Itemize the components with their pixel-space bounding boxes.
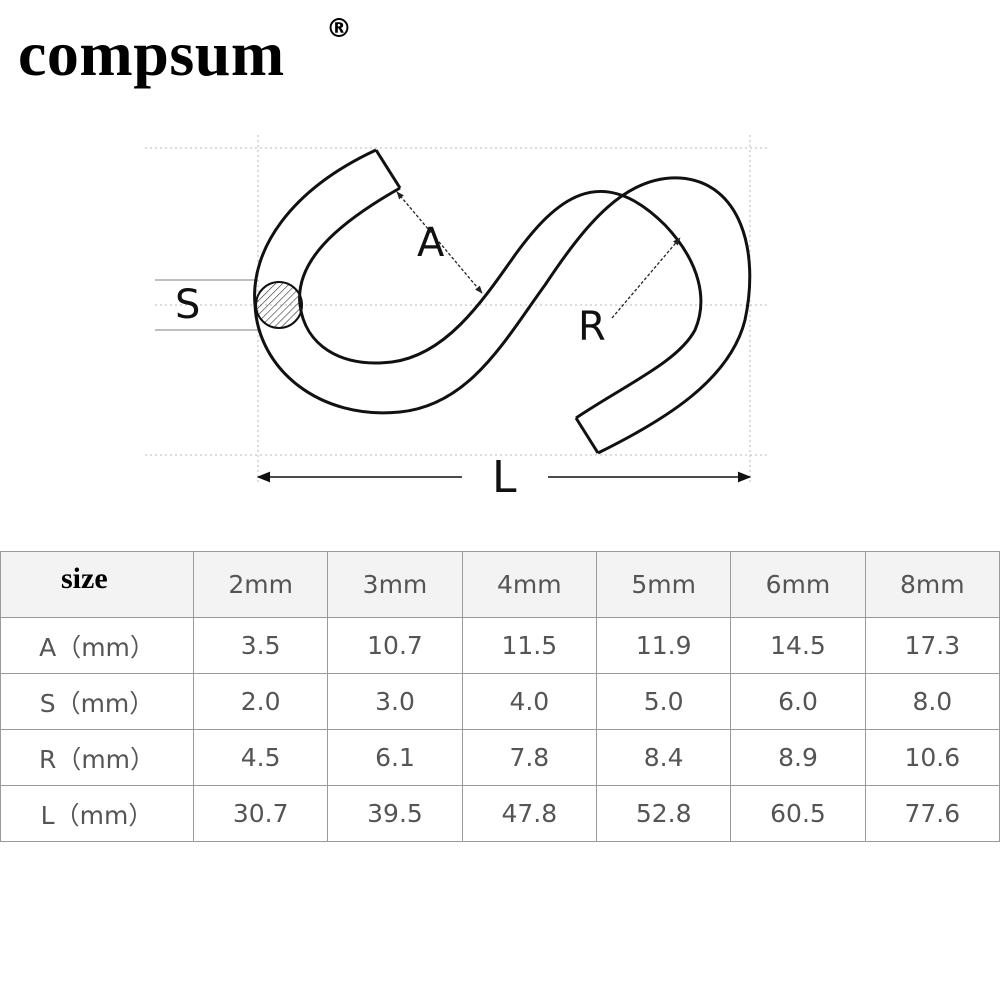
r-radius-arrow <box>611 237 681 319</box>
table-cell: 14.5 <box>730 617 866 674</box>
table-cell: 5.0 <box>595 673 732 730</box>
size-column-header: 5mm <box>595 551 732 618</box>
table-cell: 60.5 <box>730 785 866 842</box>
table-cell: 77.6 <box>864 785 1000 842</box>
table-cell: 11.9 <box>595 617 732 674</box>
size-column-header: 3mm <box>327 551 463 618</box>
label-l: L <box>492 452 517 503</box>
table-cell: 6.1 <box>327 729 463 786</box>
registered-mark: ® <box>326 14 353 44</box>
size-spec-table: size 2mm 3mm 4mm 5mm 6mm 8mm A（mm） 3.5 1… <box>0 551 1000 842</box>
s-hook-diagram: A S R L <box>145 135 770 503</box>
table-cell: 47.8 <box>461 785 597 842</box>
table-row: S（mm） 2.0 3.0 4.0 5.0 6.0 8.0 <box>0 673 1000 730</box>
table-cell: 3.0 <box>327 673 463 730</box>
row-label-a: A（mm） <box>0 617 194 674</box>
table-row: A（mm） 3.5 10.7 11.5 11.9 14.5 17.3 <box>0 617 1000 674</box>
table-cell: 4.5 <box>192 729 329 786</box>
size-column-header: 4mm <box>461 551 597 618</box>
brand-logo: compsum ® <box>18 16 352 86</box>
table-cell: 10.6 <box>864 729 1000 786</box>
size-column-header: 8mm <box>864 551 1000 618</box>
size-column-header: 2mm <box>192 551 329 618</box>
row-label-s: S（mm） <box>0 673 194 730</box>
table-cell: 4.0 <box>461 673 597 730</box>
table-cell: 8.0 <box>864 673 1000 730</box>
table-row: R（mm） 4.5 6.1 7.8 8.4 8.9 10.6 <box>0 729 1000 786</box>
table-cell: 6.0 <box>730 673 866 730</box>
table-cell: 8.9 <box>730 729 866 786</box>
table-cell: 10.7 <box>327 617 463 674</box>
table-cell: 52.8 <box>595 785 732 842</box>
s-dimension-lines <box>155 279 258 331</box>
row-label-r: R（mm） <box>0 729 194 786</box>
table-cell: 2.0 <box>192 673 329 730</box>
size-header-cell: size <box>0 551 194 618</box>
label-a: A <box>417 220 445 266</box>
table-cell: 8.4 <box>595 729 732 786</box>
a-dimension-arrow <box>396 191 483 294</box>
table-cell: 3.5 <box>192 617 329 674</box>
table-cell: 39.5 <box>327 785 463 842</box>
table-header-row: size 2mm 3mm 4mm 5mm 6mm 8mm <box>0 551 1000 618</box>
row-label-l: L（mm） <box>0 785 194 842</box>
s-hook-cross-section <box>255 281 303 329</box>
table-row: L（mm） 30.7 39.5 47.8 52.8 60.5 77.6 <box>0 785 1000 842</box>
label-s: S <box>175 282 200 328</box>
guide-lines <box>145 135 770 485</box>
table-cell: 30.7 <box>192 785 329 842</box>
label-r: R <box>578 304 606 350</box>
s-hook-shape <box>253 148 752 455</box>
table-cell: 11.5 <box>461 617 597 674</box>
table-cell: 17.3 <box>864 617 1000 674</box>
size-column-header: 6mm <box>730 551 866 618</box>
table-cell: 7.8 <box>461 729 597 786</box>
brand-name: compsum <box>18 18 285 89</box>
